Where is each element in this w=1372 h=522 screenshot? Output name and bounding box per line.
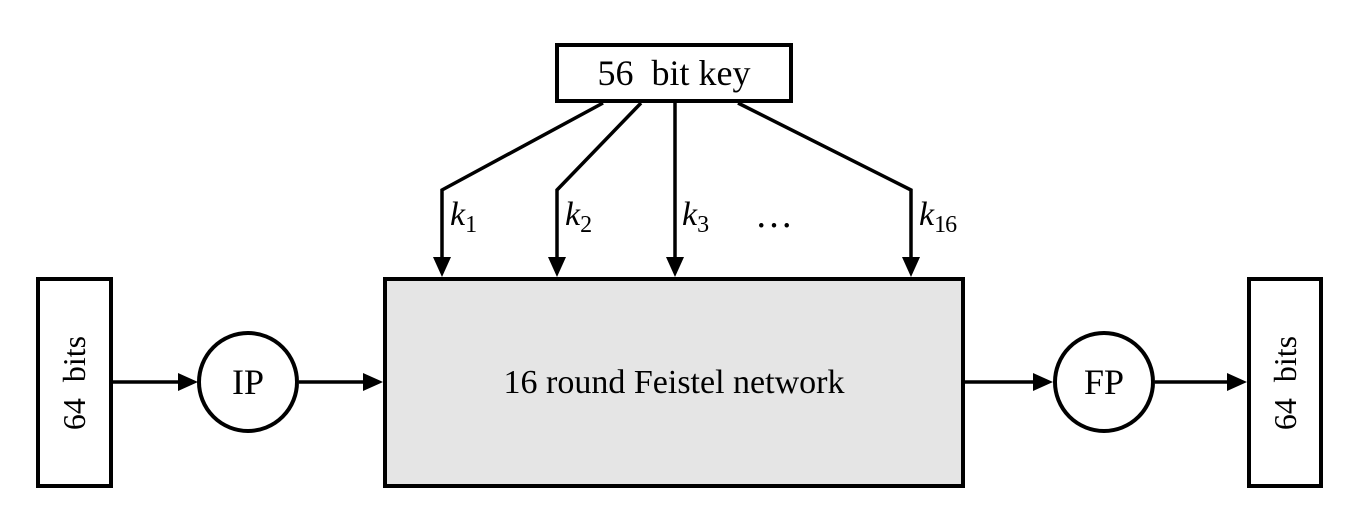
arrowhead-right-icon: [1033, 373, 1053, 391]
subkey-subscript: 3: [697, 212, 709, 238]
subkey-label-k1: k1: [450, 196, 477, 238]
output-bits-box: 64 bits: [1247, 277, 1323, 488]
key-box-label: 56 bit key: [597, 53, 751, 93]
subkey-label-k2: k2: [565, 196, 592, 238]
arrowhead-down-icon: [666, 257, 684, 277]
arrow-feistel-to-fp: [965, 373, 1053, 391]
arrowhead-down-icon: [433, 257, 451, 277]
arrowhead-down-icon: [548, 257, 566, 277]
input-bits-box: 64 bits: [36, 277, 113, 488]
key-box: 56 bit key: [555, 43, 793, 103]
subkey-arrow-k16: [737, 101, 920, 277]
subkey-arrow-k3: [666, 103, 684, 277]
arrowhead-right-icon: [178, 373, 198, 391]
feistel-network-label: 16 round Feistel network: [503, 363, 845, 401]
arrowhead-down-icon: [902, 257, 920, 277]
subkey-base: k: [450, 196, 466, 233]
fp-permutation-node: FP: [1053, 331, 1155, 433]
subkey-ellipsis: …: [755, 194, 803, 236]
subkey-subscript: 1: [465, 212, 477, 238]
subkey-arrow-k1: [433, 101, 604, 277]
fp-node-label: FP: [1083, 362, 1125, 402]
subkey-label-k3: k3: [682, 196, 709, 238]
subkey-base: k: [682, 196, 698, 233]
arrow-ip-to-feistel: [299, 373, 383, 391]
subkey-label-k16: k16: [919, 196, 957, 238]
output-bits-label: 64 bits: [1267, 335, 1304, 430]
subkey-base: k: [565, 196, 581, 233]
input-bits-label: 64 bits: [56, 335, 93, 430]
subkey-subscript: 2: [580, 212, 592, 238]
subkey-arrow-k2: [548, 101, 643, 277]
arrow-fp-to-output: [1155, 373, 1247, 391]
ip-node-label: IP: [231, 362, 264, 402]
ip-permutation-node: IP: [197, 331, 299, 433]
feistel-network-box: 16 round Feistel network: [383, 277, 965, 488]
arrow-input-to-ip: [113, 373, 198, 391]
subkey-base: k: [919, 196, 935, 233]
arrowhead-right-icon: [363, 373, 383, 391]
subkey-subscript: 16: [934, 212, 957, 238]
arrowhead-right-icon: [1227, 373, 1247, 391]
